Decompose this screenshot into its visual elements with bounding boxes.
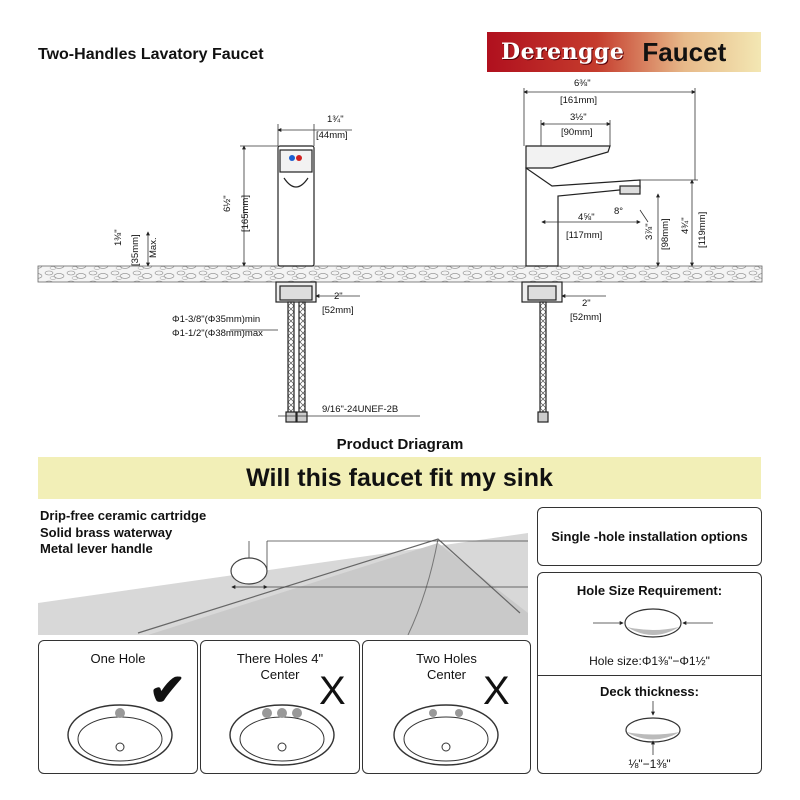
diagram-caption: Product Driagram: [336, 436, 464, 453]
option-two-holes: Two Holes Center X: [362, 640, 531, 774]
side-spout-in: 3⅞": [644, 223, 655, 240]
front-view-faucet: [275, 145, 317, 423]
deck-max-label: Max.: [148, 237, 159, 258]
side-height-mm: [119mm]: [697, 211, 708, 248]
hole-max-label: Φ1-1/2"(Φ38mm)max: [172, 328, 263, 339]
thread-spec-label: 9/16"-24UNEF-2B: [322, 404, 399, 415]
deck-thickness-text: ⅛"−1⅜": [628, 757, 671, 771]
side-shank-in: 2": [582, 298, 591, 309]
sink-three-holes-icon: [229, 704, 335, 766]
brand-suffix: Faucet: [642, 36, 727, 67]
side-reach-mm: [117mm]: [566, 230, 603, 241]
hot-indicator-icon: [296, 155, 302, 161]
side-spout-mm: [98mm]: [660, 218, 671, 250]
feature-item: Metal lever handle: [40, 541, 153, 556]
side-reach-in: 4⅝": [578, 212, 595, 223]
side-handle-mm: [90mm]: [561, 127, 593, 138]
deck-thickness-icon: [625, 701, 681, 755]
front-shank-mm: [52mm]: [322, 305, 354, 316]
cold-indicator-icon: [289, 155, 295, 161]
brand-logo: Derengge Faucet: [487, 32, 761, 72]
hole-size-icon: [593, 608, 713, 638]
option-label: Center: [426, 667, 467, 682]
page-title: Two-Handles Lavatory Faucet: [38, 46, 264, 63]
brand-name: Derengge: [501, 39, 625, 65]
x-mark-icon: X: [319, 669, 346, 713]
sink-one-hole-icon: [67, 704, 173, 766]
front-width-mm: [44mm]: [316, 130, 348, 141]
front-height-in: 6½": [222, 195, 233, 212]
option-label: One Hole: [90, 651, 146, 666]
front-height-mm: [165mm]: [240, 195, 251, 232]
option-label: Two Holes: [416, 651, 477, 666]
deck-thickness-in: 1⅜": [113, 229, 124, 246]
install-options-box: Single -hole installation options: [537, 507, 762, 566]
side-total-mm: [161mm]: [560, 95, 597, 106]
option-one-hole: One Hole ✔: [38, 640, 198, 774]
sink-hole-icon: [230, 557, 268, 585]
checkmark-icon: ✔: [149, 666, 186, 715]
fit-banner: Will this faucet fit my sink: [38, 457, 761, 499]
side-total-in: 6⅜": [574, 78, 591, 89]
side-shank-mm: [52mm]: [570, 312, 602, 323]
sink-illustration: [38, 533, 528, 635]
option-label: Center: [260, 667, 300, 682]
deck-thickness-title: Deck thickness:: [600, 684, 699, 699]
deck-thickness-mm: [35mm]: [130, 234, 141, 266]
spout-angle-label: 8°: [614, 206, 624, 217]
option-label: There Holes 4": [236, 651, 324, 666]
feature-item: Solid brass waterway: [40, 524, 173, 540]
side-view-faucet: [521, 145, 641, 423]
requirements-box: Hole Size Requirement: Hole size:Φ1⅜"−Φ1…: [537, 572, 762, 774]
option-three-holes: There Holes 4" Center X: [200, 640, 360, 774]
feature-item: Drip-free ceramic cartridge: [40, 508, 207, 523]
hole-size-text: Hole size:Φ1⅜"−Φ1½": [589, 654, 710, 668]
feature-list: Drip-free ceramic cartridge Solid brass …: [40, 508, 206, 558]
side-handle-in: 3½": [570, 112, 587, 123]
x-mark-icon: X: [483, 669, 510, 713]
install-options-label: Single -hole installation options: [551, 529, 748, 544]
countertop: [37, 265, 763, 283]
product-diagram: [37, 88, 763, 423]
hole-min-label: Φ1-3/8"(Φ35mm)min: [172, 314, 261, 325]
front-shank-in: 2": [334, 291, 343, 302]
hole-size-title: Hole Size Requirement:: [576, 583, 723, 598]
front-width-in: 1¾": [327, 114, 344, 125]
side-height-in: 4¾": [680, 217, 691, 234]
sink-two-holes-icon: [393, 704, 499, 766]
